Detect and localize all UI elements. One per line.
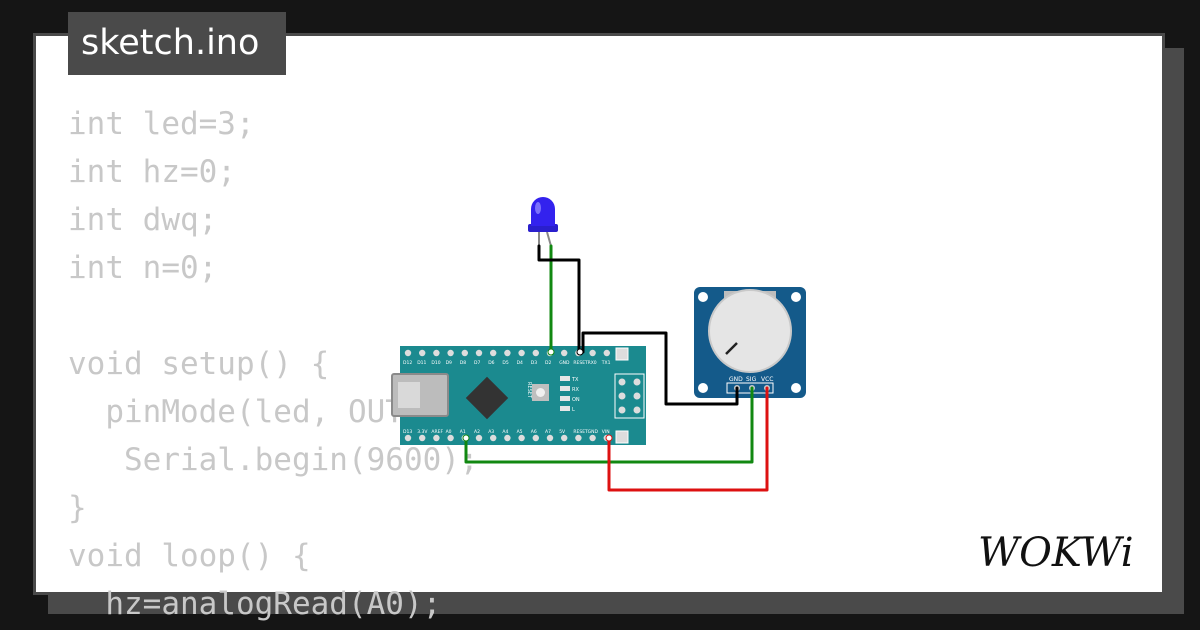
pin-d9[interactable]	[447, 349, 454, 357]
code-line: int n=0;	[68, 250, 218, 286]
pin-d12[interactable]	[404, 349, 412, 357]
potentiometer-knob[interactable]	[708, 289, 792, 373]
pin-label: D2	[545, 360, 551, 366]
pin-label: A3	[488, 429, 494, 435]
pin-label: D3	[531, 360, 537, 366]
pin-33v[interactable]	[419, 434, 426, 442]
pin-a6[interactable]	[532, 434, 539, 442]
wokwi-logo-text: WOKWi	[978, 530, 1134, 576]
pin-label: RESET	[573, 429, 588, 435]
pin-label: D4	[517, 360, 523, 366]
pin-label: A7	[545, 429, 551, 435]
pin-label: RESET	[573, 360, 588, 366]
pin-d10[interactable]	[433, 349, 440, 357]
wires	[464, 244, 769, 492]
pin-d13[interactable]	[404, 434, 412, 442]
code-line: void loop() {	[68, 538, 311, 574]
file-name-tab[interactable]: sketch.ino	[68, 12, 286, 75]
pin-label: D7	[474, 360, 480, 366]
wokwi-logo: WOKWi	[978, 530, 1134, 576]
pin-label: D13	[403, 429, 412, 435]
code-line: Serial.begin(9600);	[68, 442, 479, 478]
pin-label: 3.3V	[417, 429, 428, 435]
square-pin	[615, 430, 629, 444]
pin-d7[interactable]	[475, 349, 483, 357]
wire-pot-gnd[interactable]	[581, 331, 739, 406]
preview-card	[33, 33, 1165, 595]
pin-label: D10	[431, 360, 440, 366]
code-line: void setup() {	[68, 346, 330, 382]
pin-reset[interactable]	[575, 434, 582, 442]
pin-label: A2	[474, 429, 480, 435]
blue-led[interactable]	[528, 197, 558, 247]
pin-label: AREF	[431, 429, 443, 435]
pin-a3[interactable]	[490, 434, 497, 442]
pin-tx1[interactable]	[603, 349, 610, 357]
led-label: RX	[572, 387, 579, 393]
pin-label: D9	[446, 360, 452, 366]
pin-a7[interactable]	[546, 434, 554, 442]
pin-label-gnd: GND	[729, 376, 743, 383]
led-label: L	[572, 407, 575, 413]
pin-label: GND	[588, 429, 599, 435]
pin-label: A6	[531, 429, 537, 435]
pin-d5[interactable]	[504, 349, 511, 357]
pin-a4[interactable]	[504, 434, 511, 442]
microcontroller-chip	[465, 376, 509, 420]
status-leds: TX RX ON L	[560, 376, 580, 413]
reset-label: RESET	[526, 382, 532, 399]
pin-label-vcc: VCC	[761, 376, 773, 383]
pin-d4[interactable]	[518, 349, 525, 357]
square-pin	[615, 347, 629, 361]
led-label: TX	[571, 377, 579, 383]
pin-label-sig: SIG	[746, 376, 757, 383]
pin-label: A5	[517, 429, 523, 435]
pin-label: D5	[502, 360, 508, 366]
code-line: int led=3;	[68, 106, 255, 142]
pin-label: D12	[403, 360, 412, 366]
knob-indicator	[725, 342, 738, 355]
potentiometer-module[interactable]: GND SIG VCC	[694, 287, 806, 398]
pin-gnd[interactable]	[561, 349, 568, 357]
pin-a2[interactable]	[475, 434, 483, 442]
code-line: int dwq;	[68, 202, 218, 238]
pin-d6[interactable]	[490, 349, 497, 357]
led-label: ON	[572, 397, 580, 403]
pin-gnd[interactable]	[589, 434, 596, 442]
pin-label: RX0	[588, 360, 597, 366]
pin-label: A4	[502, 429, 508, 435]
pin-label: VIN	[602, 429, 610, 435]
pin-5v[interactable]	[561, 434, 568, 442]
pin-d11[interactable]	[419, 349, 426, 357]
pin-label: 5V	[559, 429, 566, 435]
pin-label: D8	[460, 360, 466, 366]
wire-led-cathode[interactable]	[537, 244, 581, 354]
pin-rx0[interactable]	[589, 349, 596, 357]
pin-label: GND	[559, 360, 570, 366]
pin-label: D11	[417, 360, 426, 366]
pin-d3[interactable]	[532, 349, 539, 357]
pin-label: D6	[488, 360, 494, 366]
pin-a0[interactable]	[447, 434, 454, 442]
icsp-header	[614, 373, 645, 419]
pin-label: A0	[446, 429, 452, 435]
pin-aref[interactable]	[433, 434, 440, 442]
code-line: }	[68, 490, 87, 526]
code-line: hz=analogRead(A0);	[68, 586, 442, 622]
wire-pot-vcc[interactable]	[607, 386, 769, 492]
pin-label: TX1	[601, 360, 611, 366]
code-line: int hz=0;	[68, 154, 236, 190]
pin-a5[interactable]	[518, 434, 525, 442]
pin-label: A1	[460, 429, 466, 435]
pin-d8[interactable]	[461, 349, 468, 357]
